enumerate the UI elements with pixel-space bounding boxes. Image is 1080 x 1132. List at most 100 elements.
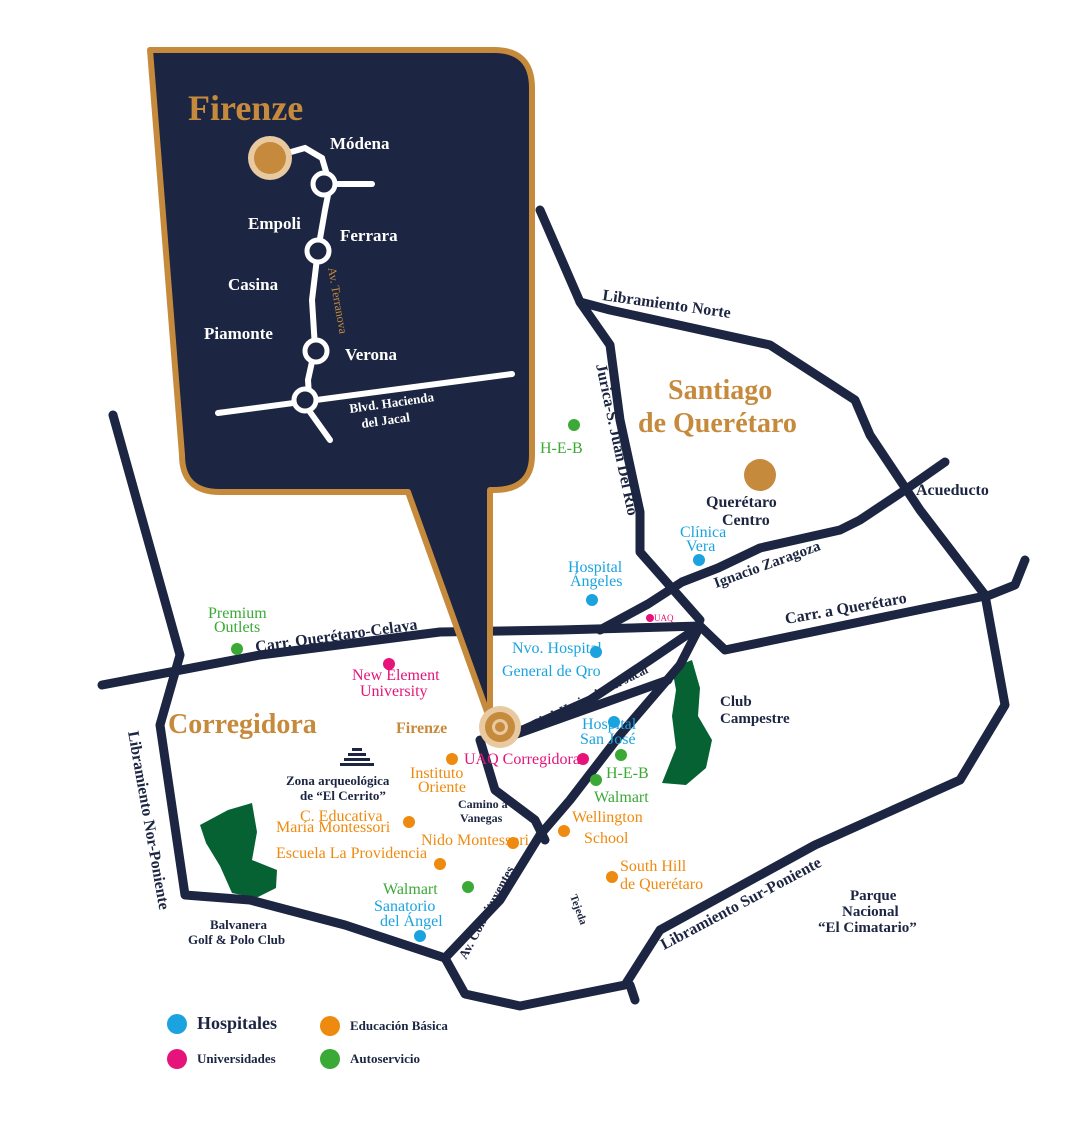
club-campestre-label-2: Campestre — [720, 711, 790, 727]
poi-heb-south-label: H-E-B — [606, 765, 649, 782]
poi-premium-outlets-dot — [231, 643, 243, 655]
zona-arqueologica-label-2: de “El Cerrito” — [300, 788, 386, 803]
poi-c-educativa-1: C. Educativa — [300, 808, 383, 825]
inset-stop-label-verona: Verona — [345, 345, 397, 364]
poi-south-hill-1: South Hill — [620, 858, 687, 875]
legend-autoservicio-dot — [320, 1049, 340, 1069]
poi-south-hill-dot — [606, 871, 618, 883]
pyramid-icon — [340, 748, 374, 766]
road-label-acueducto: Acueducto — [916, 482, 989, 499]
legend-autoservicio-label: Autoservicio — [350, 1051, 421, 1066]
inset-stop-label-ferrara: Ferrara — [340, 226, 398, 245]
poi-clinica-vera-2: Vera — [686, 538, 715, 555]
firenze-map-marker-core — [495, 722, 505, 732]
poi-hospital-angeles-1: Hospital — [568, 559, 623, 576]
road-label-tejeda: Tejeda — [567, 893, 589, 927]
poi-nvo-hospital-2: General de Qro — [502, 663, 601, 680]
legend-universidades-label: Universidades — [197, 1051, 276, 1066]
balvanera-label-2: Golf & Polo Club — [188, 932, 285, 947]
poi-uaq-corregidora-dot-edu — [446, 753, 458, 765]
inset-stop-ferrara — [304, 237, 332, 265]
poi-hospital-angeles-2: Ángeles — [570, 571, 622, 590]
poi-providencia-dot — [434, 858, 446, 870]
road-network — [97, 205, 1030, 1011]
balvanera-label-1: Balvanera — [210, 917, 268, 932]
inset-stop-blvd — [291, 386, 319, 414]
club-campestre-label-1: Club — [720, 694, 752, 710]
road-label-constituyentes: Av. Constituyentes — [455, 863, 517, 961]
poi-nvo-hospital-dot — [590, 646, 602, 658]
region-corregidora: Corregidora — [168, 709, 317, 740]
road-label-camino-vanegas-1: Camino a — [458, 797, 508, 811]
poi-instituto-oriente-1: Instituto — [410, 765, 463, 782]
inset-stop-verona — [302, 337, 330, 365]
legend-hospitales: Hospitales — [167, 1013, 277, 1034]
poi-sanatorio-1: Sanatorio — [374, 898, 435, 915]
inset-title: Firenze — [188, 88, 303, 128]
club-campestre-park — [662, 660, 712, 785]
poi-heb-south-dot — [615, 749, 627, 761]
poi-walmart-1-dot — [590, 774, 602, 786]
road-label-carr-celaya: Carr. Querétaro-Celaya — [254, 616, 418, 656]
poi-wellington-2: School — [584, 830, 629, 847]
poi-walmart-2-dot — [462, 881, 474, 893]
poi-premium-outlets-2: Outlets — [214, 619, 260, 636]
queretaro-centro-marker — [744, 459, 776, 491]
inset-blvd-label-2: del Jacal — [360, 409, 411, 431]
inset-callout — [147, 47, 535, 723]
poi-heb-north-dot — [568, 419, 580, 431]
firenze-inset-marker-core — [254, 142, 286, 174]
legend-educacion: Educación Básica — [320, 1016, 448, 1036]
poi-new-element-1: New Element — [352, 667, 440, 684]
poi-south-hill-2: de Querétaro — [620, 876, 703, 893]
poi-hospital-san-jose-dot — [608, 716, 620, 728]
legend-educacion-label: Educación Básica — [350, 1018, 448, 1033]
legend-educacion-dot — [320, 1016, 340, 1036]
legend-universidades-dot — [167, 1049, 187, 1069]
poi-heb-north-label: H-E-B — [540, 440, 583, 457]
poi-new-element-2: University — [360, 683, 428, 700]
inset-route — [215, 136, 515, 443]
poi-uaq-corregidora-dot — [577, 753, 589, 765]
inset-stop-label-piamonte: Piamonte — [204, 324, 273, 343]
legend-universidades: Universidades — [167, 1049, 276, 1069]
inset-stop-modena — [310, 170, 338, 198]
poi-providencia-label: Escuela La Providencia — [276, 845, 427, 862]
balvanera-golf-park — [200, 803, 277, 898]
legend-hospitales-label: Hospitales — [197, 1013, 278, 1033]
poi-nido-dot — [507, 837, 519, 849]
parque-label-3: “El Cimatario” — [818, 920, 917, 936]
poi-wellington-dot — [558, 825, 570, 837]
poi-new-element-dot — [383, 658, 395, 670]
poi-nvo-hospital-1: Nvo. Hospital — [512, 640, 602, 657]
poi-walmart-2-label: Walmart — [383, 881, 438, 898]
firenze-map-label: Firenze — [396, 720, 447, 737]
poi-premium-outlets-1: Premium — [208, 605, 267, 622]
inset-stop-label-casina: Casina — [228, 275, 279, 294]
poi-sanatorio-dot — [414, 930, 426, 942]
poi-walmart-1-label: Walmart — [594, 789, 649, 806]
poi-c-educativa-dot — [403, 816, 415, 828]
queretaro-centro-label-1: Querétaro — [706, 494, 777, 511]
legend-autoservicio: Autoservicio — [320, 1049, 420, 1069]
poi-clinica-vera-dot — [693, 554, 705, 566]
legend-hospitales-dot — [167, 1013, 187, 1034]
poi-c-educativa-2: María Montessori — [276, 819, 391, 836]
queretaro-centro-label-2: Centro — [722, 512, 770, 529]
poi-instituto-oriente-2: Oriente — [418, 779, 466, 796]
region-santiago-2: de Querétaro — [638, 408, 797, 439]
parque-label-2: Nacional — [842, 904, 899, 920]
poi-hospital-san-jose-2: San José — [580, 731, 636, 748]
poi-clinica-vera-1: Clínica — [680, 524, 726, 541]
poi-uaq-small-dot — [646, 614, 654, 622]
inset-stop-label-empoli: Empoli — [248, 214, 301, 233]
poi-wellington-1: Wellington — [572, 809, 643, 826]
poi-hospital-angeles-dot — [586, 594, 598, 606]
zona-arqueologica-label-1: Zona arqueológica — [286, 773, 390, 788]
parque-label-1: Parque — [850, 888, 897, 904]
region-santiago-1: Santiago — [668, 375, 772, 406]
road-label-camino-vanegas-2: Vanegas — [460, 811, 503, 825]
poi-uaq-small-label: UAQ — [654, 613, 674, 623]
poi-uaq-corregidora-label: UAQ Corregidora — [464, 751, 580, 768]
